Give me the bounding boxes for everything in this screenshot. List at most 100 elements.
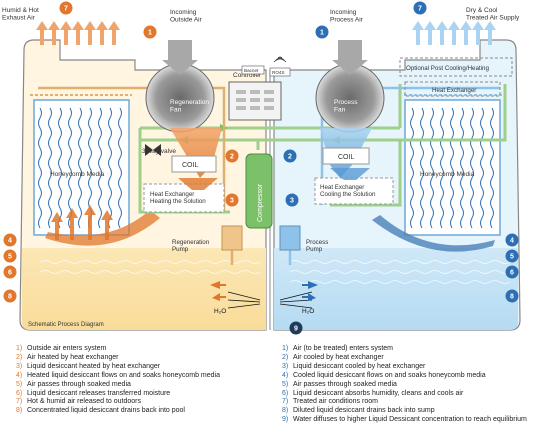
step-badge-number: 4: [8, 238, 12, 245]
legend-item: 2) Air heated by heat exchanger: [16, 354, 286, 363]
optional-post-cooling: [399, 57, 513, 77]
schematic-caption: Schematic Process Diagram: [28, 322, 104, 328]
step-badge-orange-8: 8: [3, 289, 17, 303]
honeycomb-left-label: Honeycomb Media: [50, 171, 105, 178]
honeycomb-right-frame: [404, 99, 501, 236]
legend-number: 2): [282, 353, 289, 361]
step-badge-number: 3: [230, 198, 234, 205]
pool-waves: [39, 260, 511, 284]
legend-item: 4) Cooled liquid desiccant flows on and s…: [282, 372, 532, 381]
left-air-up-arrows: [51, 205, 113, 240]
legend-item: 5)Air passes through soaked media: [16, 381, 286, 390]
step-badge-number: 6: [510, 270, 514, 277]
solution-pipes: [38, 86, 234, 265]
process-diagram: Honeycomb Media Honeycomb Media: [2, 1, 521, 335]
step-badge-number: 6: [8, 270, 12, 277]
legend-item: 7) Treated air conditions room: [282, 398, 532, 407]
step-badge-number: 1: [148, 30, 152, 37]
legend-number: 5): [16, 380, 23, 388]
legend-text: Cooled liquid desiccant flows on and soa…: [293, 371, 486, 379]
legend-item: 8) Concentrated liquid desiccant drains b…: [16, 407, 286, 416]
regen-pump: [221, 225, 243, 251]
right-swirl-air: [372, 215, 495, 252]
ro4s-label: RO4S: [272, 70, 285, 75]
right-small-arrows: [302, 281, 318, 301]
legend-text: Treated air conditions room: [293, 398, 378, 406]
coil-right: [322, 147, 370, 165]
legend-number: 1): [282, 345, 289, 352]
legend-item: 4) Heated liquid desiccant flows on and s…: [16, 372, 286, 381]
bacnet-label: Bacnet: [244, 68, 259, 73]
step-badge-blue-3: 3: [285, 193, 299, 207]
legend-item: 6)Liquid desiccant absorbs humidity, cle…: [282, 390, 532, 399]
legend-text: Air cooled by heat exchanger: [293, 353, 384, 361]
step-badge-blue-2: 2: [283, 149, 297, 163]
step-badge-number: 9: [294, 326, 298, 333]
compressor: [245, 153, 273, 229]
legend-number: 3): [16, 362, 23, 370]
h2o-right-label: H₂O: [302, 308, 314, 315]
step-badge-number: 8: [510, 294, 514, 301]
legend-text: Liquid desiccant cooled by heat exchange…: [293, 362, 426, 370]
legend-item: 3)Liquid desiccant heated by heat exchan…: [16, 363, 286, 372]
legend-text: Air heated by heat exchanger: [27, 353, 119, 361]
legend-number: 2): [16, 353, 23, 361]
coil-right-label: COIL: [338, 154, 354, 161]
step-badge-number: 7: [418, 6, 422, 13]
warm-pool: [22, 248, 266, 330]
hx-left: [143, 183, 225, 213]
h2o-left-label: H₂O: [214, 308, 226, 315]
bacnet-tag: [241, 65, 265, 75]
legend-text: Liquid desiccant absorbs humidity, clean…: [293, 389, 464, 397]
hx-top: [404, 81, 501, 97]
compressor-label: Compressor: [257, 183, 264, 222]
legend-number: 8): [16, 407, 23, 415]
step-badge-number: 2: [230, 154, 234, 161]
legend-item: 9) Water diffuses to higher Liquid Dessic…: [282, 416, 532, 425]
step-badge-blue-8: 8: [505, 289, 519, 303]
step-badge-number: 4: [510, 238, 514, 245]
legend-number: 4): [16, 371, 23, 379]
h2o-right-arrows: [279, 291, 313, 309]
legend-number: 9): [282, 416, 289, 424]
legend-item: 8)Diluted liquid desiccant drains back i…: [282, 407, 532, 416]
legend-text: Water diffuses to higher Liquid Dessican…: [293, 416, 527, 424]
legend-text: Concentrated liquid desiccant drains bac…: [27, 407, 185, 415]
step-badge-orange-7: 7: [59, 1, 73, 15]
ro4s-tag: [269, 67, 291, 77]
legend-number: 4): [282, 371, 289, 379]
step-badge-number: 5: [8, 254, 12, 261]
hx-right: [314, 177, 394, 205]
legend-number: 7): [16, 398, 23, 406]
legend-text: Heated liquid desiccant flows on and soa…: [27, 371, 221, 379]
legend-item: 1)Air (to be treated) enters system: [282, 345, 532, 354]
legend-text: Liquid desiccant releases transferred mo…: [27, 389, 171, 397]
legend-number: 7): [282, 398, 289, 406]
incoming-process-air-arrow: [332, 40, 368, 75]
legend-item: 3) Liquid desiccant cooled by heat exchan…: [282, 363, 532, 372]
left-small-arrows: [210, 281, 226, 301]
incoming-outside-air-arrow: [162, 40, 198, 75]
step-badge-blue-1: 1: [315, 25, 329, 39]
exhaust-arrows: [36, 21, 120, 45]
process-pump: [279, 225, 301, 251]
controller-buttons: [236, 90, 274, 110]
legend-item: 7)Hot & humid air released to outdoors: [16, 398, 286, 407]
left-hx-funnel: [178, 178, 218, 190]
legend-number: 3): [282, 362, 289, 370]
step-badge-number: 5: [510, 254, 514, 261]
step-badge-orange-3: 3: [225, 193, 239, 207]
right-hx-funnel: [330, 168, 370, 180]
honeycomb-right-label: Honeycomb Media: [420, 171, 475, 178]
hx-top-label: Heat Exchanger: [432, 87, 476, 94]
